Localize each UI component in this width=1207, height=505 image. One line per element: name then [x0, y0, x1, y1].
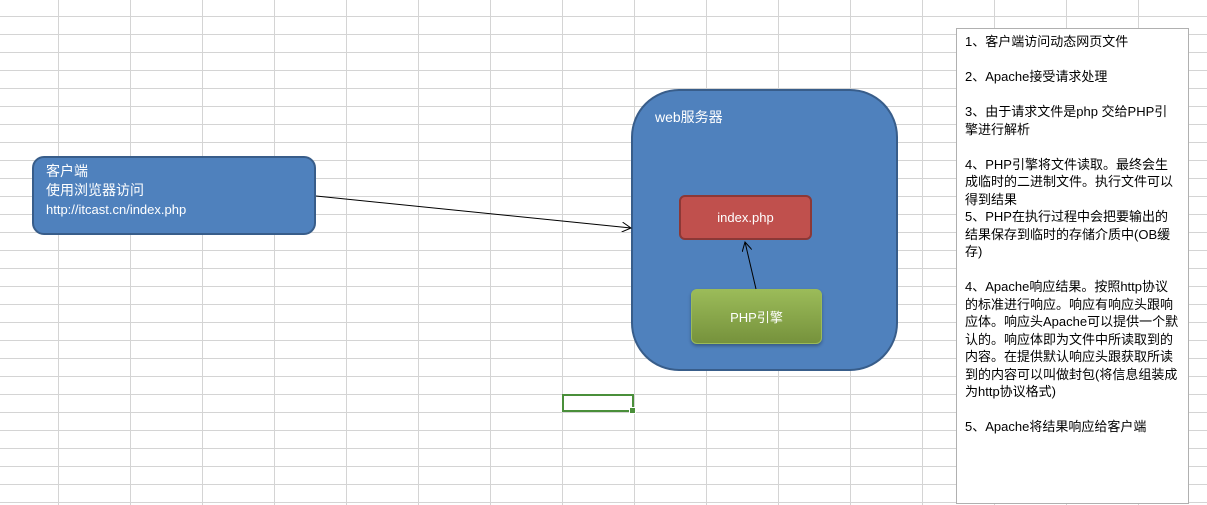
note-3: 3、由于请求文件是php 交给PHP引擎进行解析 — [965, 104, 1168, 137]
index-php-box[interactable]: index.php — [679, 195, 812, 240]
client-to-server-arrow — [315, 195, 631, 228]
client-label: 客户端 — [46, 163, 88, 179]
note-7: 5、Apache将结果响应给客户端 — [965, 419, 1147, 434]
client-url: http://itcast.cn/index.php — [46, 202, 187, 217]
notes-textbox[interactable]: 1、客户端访问动态网页文件 2、Apache接受请求处理 3、由于请求文件是ph… — [956, 28, 1189, 504]
note-5: 5、PHP在执行过程中会把要输出的结果保存到临时的存储介质中(OB缓存) — [965, 209, 1171, 259]
index-php-label: index.php — [717, 210, 774, 225]
php-engine-label: PHP引擎 — [730, 310, 783, 325]
note-1: 1、客户端访问动态网页文件 — [965, 34, 1129, 49]
selected-cell[interactable] — [562, 394, 636, 414]
note-4: 4、PHP引擎将文件读取。最终会生成临时的二进制文件。执行文件可以得到结果 — [965, 156, 1174, 207]
note-6: 4、Apache响应结果。按照http协议的标准进行响应。响应有响应头跟响应体。… — [965, 279, 1179, 399]
client-desc: 使用浏览器访问 — [46, 182, 144, 198]
engine-to-index-arrow — [745, 242, 757, 290]
php-engine-box[interactable]: PHP引擎 — [691, 289, 822, 344]
client-box[interactable]: 客户端 使用浏览器访问 http://itcast.cn/index.php — [32, 156, 316, 235]
web-server-label: web服务器 — [655, 109, 723, 125]
note-2: 2、Apache接受请求处理 — [965, 69, 1108, 84]
